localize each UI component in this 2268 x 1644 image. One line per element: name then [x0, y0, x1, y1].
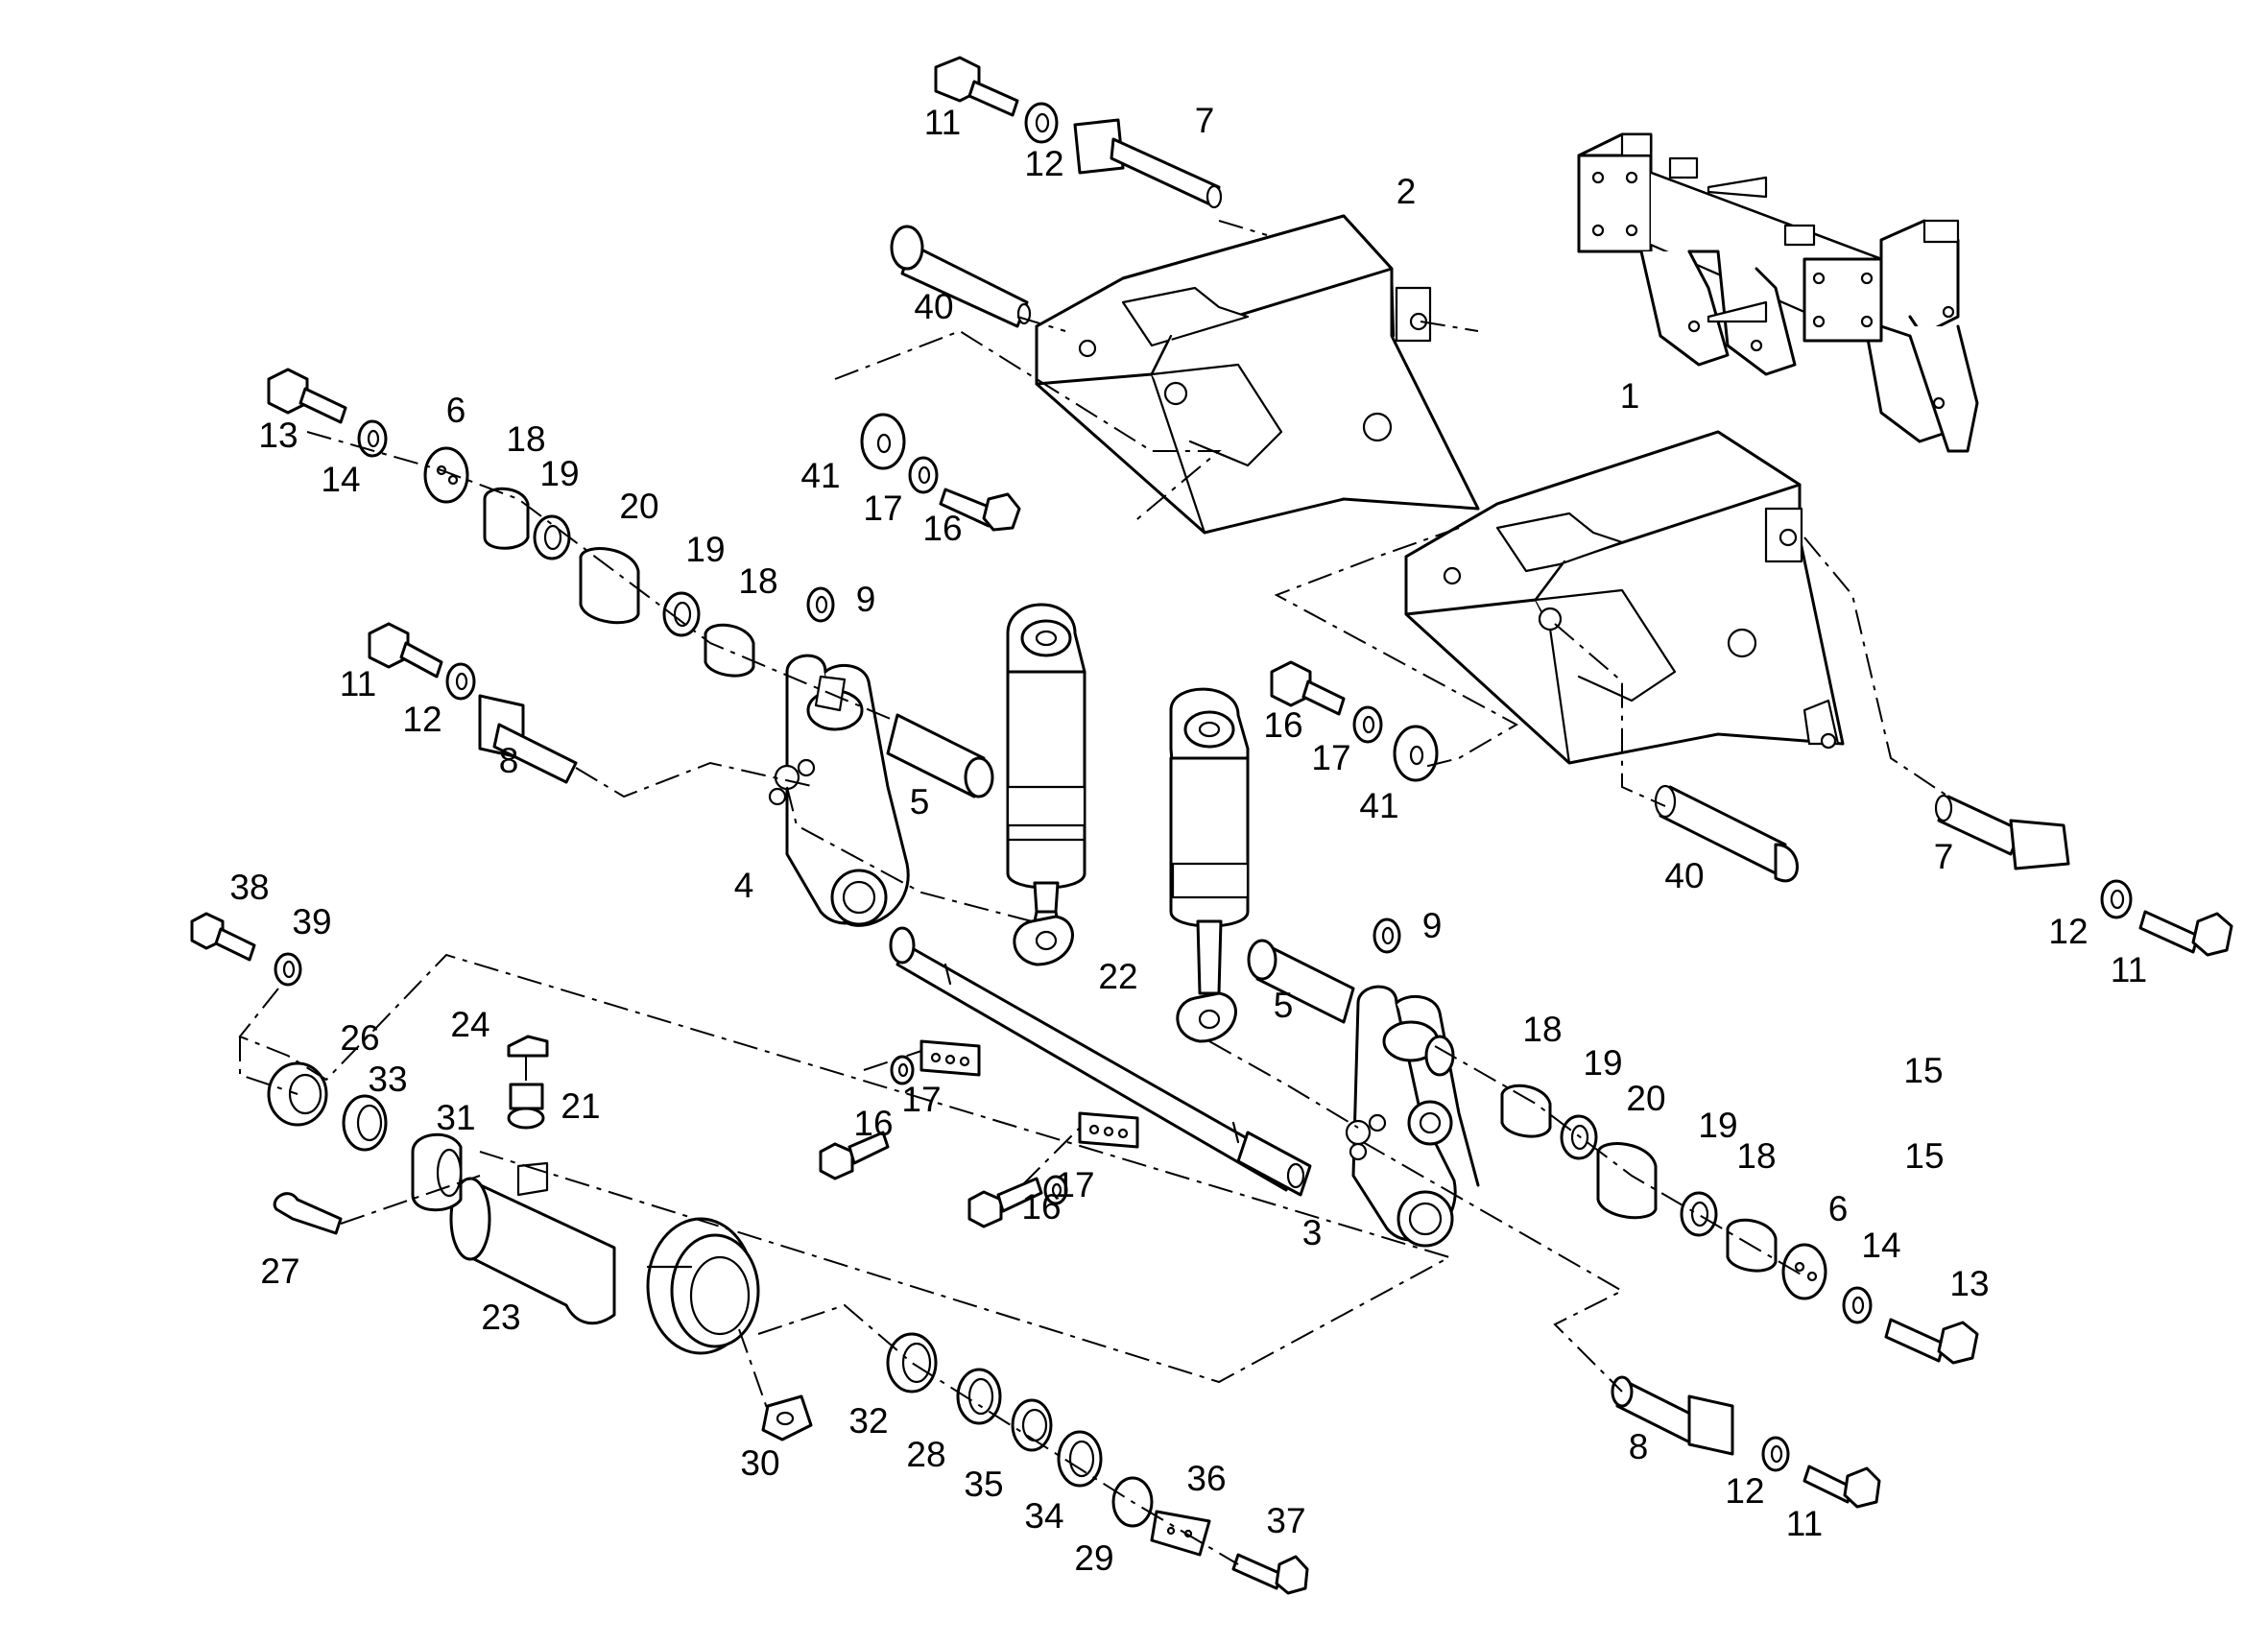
callout-23: 23 [481, 1298, 520, 1337]
callout-19: 19 [1583, 1043, 1622, 1083]
bolts-and-washers [190, 56, 2233, 1595]
callout-12: 12 [1024, 144, 1063, 183]
callout-8: 8 [1629, 1427, 1649, 1466]
cylinder-left [1006, 603, 1086, 966]
callout-40: 40 [914, 287, 953, 326]
callout-20: 20 [619, 487, 658, 526]
callout-7: 7 [1195, 101, 1215, 140]
callout-1: 1 [1620, 376, 1640, 416]
swing-arm-right [1345, 985, 1480, 1248]
callout-5: 5 [1274, 986, 1294, 1025]
callout-32: 32 [848, 1401, 888, 1441]
callout-29: 29 [1074, 1538, 1113, 1578]
callout-8: 8 [499, 741, 519, 780]
callout-11: 11 [1786, 1504, 1823, 1543]
callout-11: 11 [2111, 950, 2147, 989]
wheel-hub-group [267, 1035, 813, 1441]
callout-2: 2 [1397, 172, 1417, 211]
callout-9: 9 [1422, 906, 1443, 945]
callout-11: 11 [340, 664, 376, 703]
callout-14: 14 [1861, 1226, 1900, 1265]
callout-12: 12 [402, 700, 442, 739]
callout-22: 22 [1098, 957, 1137, 996]
callout-39: 39 [292, 902, 331, 941]
callout-13: 13 [1949, 1264, 1989, 1303]
callout-18: 18 [506, 419, 545, 459]
pin-40-top [890, 225, 1032, 328]
callout-5: 5 [910, 782, 930, 822]
callout-9: 9 [856, 580, 876, 619]
callout-16: 16 [922, 509, 962, 548]
callout-12: 12 [2048, 912, 2088, 951]
callout-36: 36 [1186, 1459, 1226, 1498]
frame-overview-inset [1577, 132, 1979, 453]
callout-6: 6 [1828, 1189, 1849, 1228]
bushing-stack-left [423, 446, 755, 678]
swing-bracket-lower [1404, 430, 1845, 765]
callout-16: 16 [1021, 1187, 1061, 1227]
callout-4: 4 [734, 866, 754, 905]
callout-38: 38 [229, 868, 269, 907]
callout-18: 18 [738, 561, 777, 601]
callout-16: 16 [853, 1104, 893, 1143]
callout-41: 41 [800, 456, 840, 495]
callout-34: 34 [1024, 1496, 1063, 1536]
bushing-stack-right [1500, 1084, 1827, 1300]
pins-5-8 [478, 694, 1734, 1456]
callout-35: 35 [964, 1465, 1003, 1504]
reference-callouts: 1234556677889911111111121212121313141415… [229, 101, 2147, 1578]
callout-40: 40 [1664, 856, 1704, 895]
cylinder-right [1169, 687, 1250, 1043]
callout-21: 21 [561, 1086, 600, 1126]
callout-3: 3 [1302, 1213, 1323, 1252]
callout-19: 19 [539, 454, 579, 493]
callout-12: 12 [1725, 1471, 1764, 1511]
callout-20: 20 [1626, 1079, 1665, 1118]
callout-19: 19 [1698, 1106, 1737, 1145]
pin-7-bottom [1934, 794, 2070, 870]
callout-19: 19 [685, 530, 725, 569]
callout-28: 28 [906, 1435, 945, 1474]
callout-33: 33 [368, 1060, 407, 1099]
callout-7: 7 [1934, 837, 1954, 876]
callout-18: 18 [1522, 1010, 1562, 1049]
callout-15: 15 [1903, 1051, 1943, 1090]
swing-bracket-upper [1035, 214, 1480, 535]
callout-37: 37 [1266, 1501, 1305, 1540]
callout-26: 26 [340, 1018, 379, 1058]
callout-17: 17 [1055, 1165, 1094, 1204]
assembly-lines [238, 220, 1949, 1565]
callout-11: 11 [924, 103, 961, 142]
clamp-plates [919, 1039, 1139, 1149]
callout-16: 16 [1263, 705, 1302, 745]
callout-15: 15 [1904, 1136, 1944, 1176]
callout-30: 30 [740, 1443, 779, 1483]
callout-14: 14 [321, 460, 360, 499]
callout-17: 17 [901, 1080, 941, 1119]
callout-24: 24 [450, 1005, 489, 1044]
swing-arm-left [768, 654, 910, 927]
callout-17: 17 [1311, 738, 1350, 777]
axle-shaft [889, 926, 1312, 1197]
callout-31: 31 [436, 1098, 475, 1137]
callout-17: 17 [863, 488, 902, 528]
bearing-seal-set [886, 1332, 1211, 1557]
callout-41: 41 [1359, 786, 1398, 825]
pin-7-top [1073, 118, 1223, 209]
callout-13: 13 [258, 416, 298, 455]
callout-6: 6 [446, 391, 466, 430]
callout-27: 27 [260, 1251, 299, 1291]
callout-18: 18 [1736, 1136, 1776, 1176]
